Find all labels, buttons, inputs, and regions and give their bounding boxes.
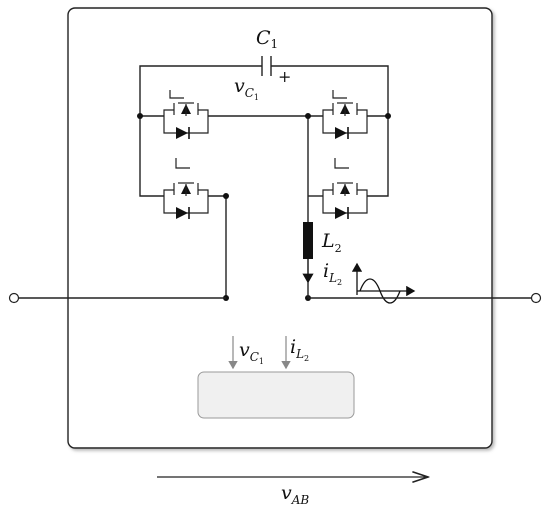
sine-wave-icon	[351, 262, 416, 304]
output-voltage-label: vAB	[281, 482, 309, 507]
inductor-current-sub: L	[328, 271, 337, 285]
cap-voltage-subsub: 1	[254, 93, 259, 102]
controller-input-1-subsub: 1	[259, 357, 264, 366]
controller-input-2-label: iL2	[290, 336, 309, 363]
switch-s2	[322, 90, 368, 139]
controller-input-2-sub: L	[295, 347, 304, 361]
inductor-label-sub: 2	[335, 242, 342, 255]
inductor-current-base: i	[323, 260, 329, 282]
controller-input-2-base: i	[290, 336, 296, 358]
inductor-l2	[303, 222, 313, 259]
right-rail	[367, 116, 389, 197]
cap-voltage-label: vC1	[234, 75, 259, 102]
inductor-label-base: L	[321, 230, 335, 252]
output-voltage-base: v	[281, 482, 292, 504]
switch-s1	[163, 90, 209, 139]
capacitor-label-sub: 1	[271, 37, 279, 51]
inductor-current-label: iL2	[323, 260, 342, 287]
junction-dots	[137, 113, 391, 301]
controller-input-2-subsub: 2	[304, 354, 309, 363]
capacitor-label: C1	[256, 27, 278, 51]
output-voltage-sub: AB	[291, 493, 310, 507]
switch-s4	[322, 158, 368, 219]
controller-input-1-label: vC1	[239, 339, 264, 366]
cap-voltage-base: v	[234, 75, 245, 97]
controller-input-1-sub: C	[250, 350, 259, 364]
capacitor-label-base: C	[256, 27, 271, 49]
controller-block	[197, 371, 355, 419]
controller-input-1-base: v	[239, 339, 250, 361]
capacitor-c1	[139, 56, 389, 116]
inductor-label: L2	[321, 230, 342, 255]
cap-voltage-sub: C	[245, 86, 254, 100]
capacitor-polarity: +	[278, 67, 291, 86]
terminal-right-icon	[530, 292, 542, 304]
left-rail	[139, 116, 164, 197]
terminal-left-icon	[8, 292, 20, 304]
switch-s3	[163, 158, 209, 219]
inductor-current-subsub: 2	[337, 278, 342, 287]
